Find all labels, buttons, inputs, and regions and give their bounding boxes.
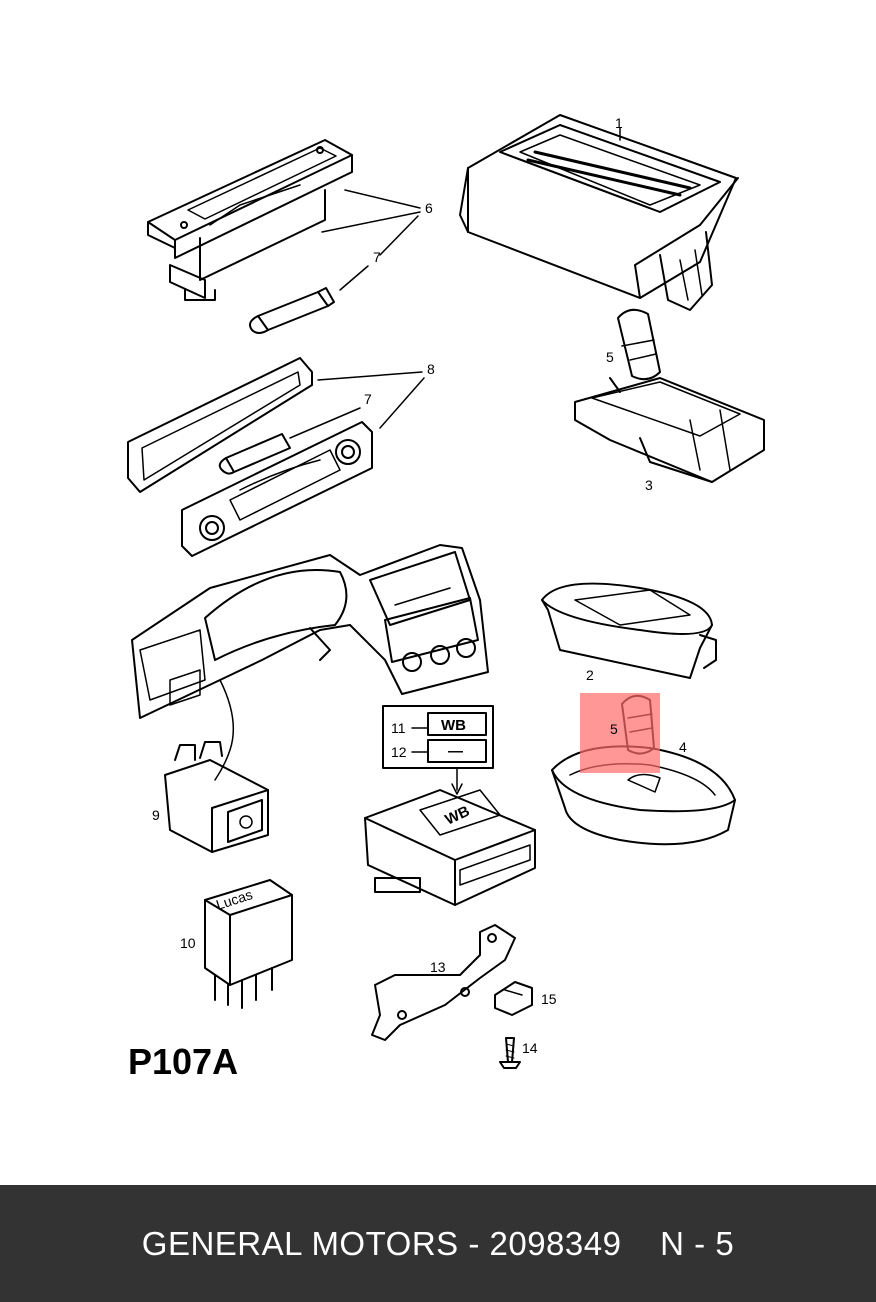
part-15-clip (494, 981, 533, 1016)
part-3-holder-bracket (574, 377, 765, 483)
part-10-relay (204, 879, 293, 1009)
callout-12: 12 (391, 744, 407, 760)
part-14-screw (499, 1037, 521, 1069)
module-label: WB (443, 803, 473, 829)
callout-3: 3 (645, 477, 653, 493)
part-13-bracket (371, 924, 516, 1041)
label-box-11-12 (382, 705, 494, 795)
part-5-bulb-top (617, 308, 661, 381)
footer-brand: GENERAL MOTORS (141, 1224, 459, 1262)
callout-5-top: 5 (606, 349, 614, 365)
callout-9: 9 (152, 807, 160, 823)
leader-lines (289, 127, 621, 439)
footer-grade-value: 5 (715, 1224, 735, 1262)
diagram-code: P107A (128, 1041, 238, 1082)
control-module (364, 789, 536, 906)
callout-7-top: 7 (373, 249, 381, 265)
part-6-lamp-housing (147, 139, 353, 301)
callout-1: 1 (615, 115, 623, 131)
footer-separator: - (458, 1224, 490, 1262)
part-2-lens-cover (541, 582, 717, 679)
callout-11: 11 (391, 720, 406, 736)
callout-14: 14 (522, 1040, 538, 1056)
callout-2: 2 (586, 667, 594, 683)
footer-part-number: 2098349 (489, 1224, 622, 1262)
exploded-parts-diagram: WB Lucas WB — 1 6 7 5 8 7 3 2 11 5 4 12 … (127, 114, 765, 1082)
callout-5-lower: 5 (610, 721, 618, 737)
dashboard (131, 544, 489, 719)
callout-7-middle: 7 (364, 391, 372, 407)
callout-10: 10 (180, 935, 196, 951)
part-1-console-housing (459, 114, 739, 311)
callout-15: 15 (541, 991, 557, 1007)
part-9-switch (164, 741, 269, 853)
wb-box-bottom: — (448, 743, 463, 760)
callout-6: 6 (425, 200, 433, 216)
callout-4: 4 (679, 739, 687, 755)
footer-separator-2: - (684, 1224, 716, 1262)
wb-box-top: WB (441, 717, 466, 734)
part-7-festoon-bulb-middle (218, 433, 291, 475)
part-8-lamp-plate (181, 421, 373, 557)
footer-bar: GENERAL MOTORS - 2098349 N - 5 (0, 1185, 876, 1302)
part-7-festoon-bulb-top (249, 287, 335, 334)
callout-8: 8 (427, 361, 435, 377)
footer-gap (621, 1225, 660, 1263)
callout-13: 13 (430, 959, 446, 975)
highlight-box (580, 693, 660, 773)
part-8-gasket (127, 357, 313, 493)
footer-grade: N (660, 1224, 685, 1262)
